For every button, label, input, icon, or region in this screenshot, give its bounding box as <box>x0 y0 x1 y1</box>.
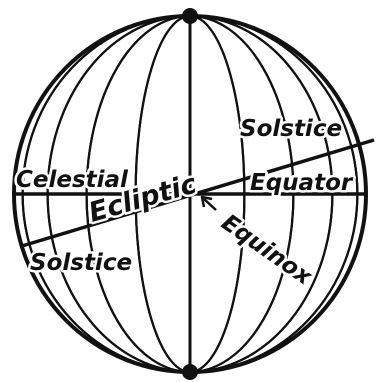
label-equinox: Equinox <box>217 210 318 291</box>
equinox-arrow <box>202 197 216 210</box>
label-equator: Equator <box>250 170 354 196</box>
label-solstice-upper: Solstice <box>240 116 342 142</box>
label-solstice-lower: Solstice <box>30 250 132 276</box>
label-celestial: Celestial <box>16 167 129 193</box>
